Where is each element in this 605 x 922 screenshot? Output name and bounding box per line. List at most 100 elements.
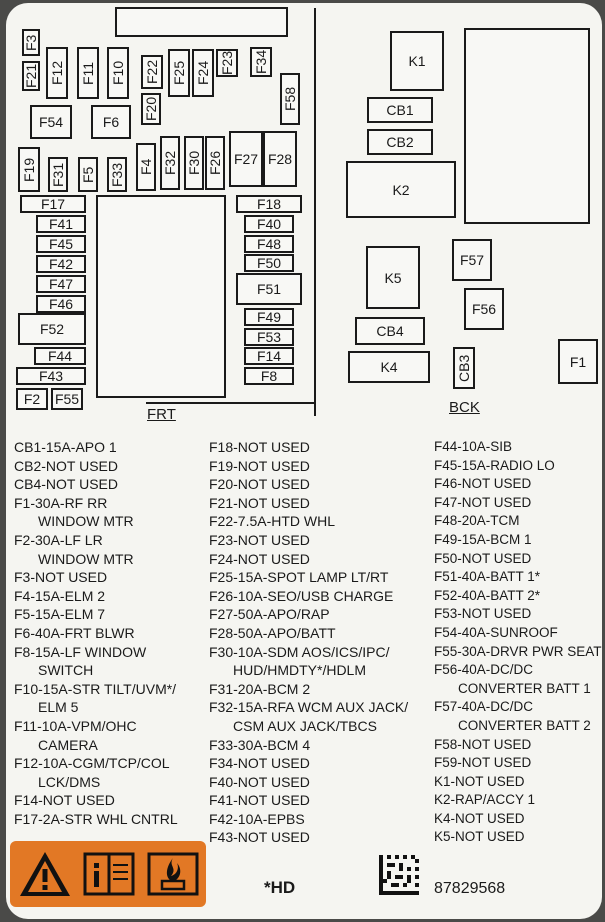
warning-panel xyxy=(10,841,206,907)
legend-line: F49-15A-BCM 1 xyxy=(434,531,532,547)
legend-line: ELM 5 xyxy=(38,699,79,716)
breaker-CB3: CB3 xyxy=(453,347,475,389)
fuse-F20: F20 xyxy=(141,93,161,125)
fuse-F18: F18 xyxy=(236,195,302,213)
fuse-F42: F42 xyxy=(36,255,86,273)
fuse-F53: F53 xyxy=(244,328,294,346)
fuse-F25: F25 xyxy=(168,49,190,97)
fuse-F41: F41 xyxy=(36,215,86,233)
legend-line: F57-40A-DC/DC xyxy=(434,699,534,715)
legend-line: F44-10A-SIB xyxy=(434,439,513,454)
legend-line: F43-NOT USED xyxy=(209,829,310,846)
fuse-F52: F52 xyxy=(18,313,86,345)
datamatrix-code xyxy=(379,855,419,895)
legend-line: F56-40A-DC/DC xyxy=(434,662,534,678)
legend-line: F42-10A-EPBS xyxy=(209,810,305,827)
fuse-F51: F51 xyxy=(236,273,302,305)
fuse-F2: F2 xyxy=(16,388,48,410)
legend-line: F4-15A-ELM 2 xyxy=(14,587,106,604)
legend-line: F6-40A-FRT BLWR xyxy=(14,624,135,641)
frt-large-slot xyxy=(96,195,226,398)
legend-line: F5-15A-ELM 7 xyxy=(14,606,106,623)
legend-line: F55-30A-DRVR PWR SEAT xyxy=(434,643,602,659)
fuse-F23: F23 xyxy=(216,49,238,77)
fuse-F54: F54 xyxy=(30,105,72,139)
legend-line: F26-10A-SEO/USB CHARGE xyxy=(209,587,394,604)
fuse-F14: F14 xyxy=(244,347,294,365)
legend-line: K1-NOT USED xyxy=(434,773,525,789)
legend-line: SWITCH xyxy=(38,662,94,679)
fuse-F26: F26 xyxy=(205,136,225,190)
fuse-F57: F57 xyxy=(452,239,492,281)
warning-triangle-icon xyxy=(20,852,70,896)
center-divider xyxy=(314,8,316,416)
legend-line: F8-15A-LF WINDOW xyxy=(14,643,147,660)
fuse-F28: F28 xyxy=(263,131,297,187)
fuse-F50: F50 xyxy=(244,254,294,272)
legend-line: F51-40A-BATT 1* xyxy=(434,569,541,585)
relay-K2: K2 xyxy=(346,161,456,218)
legend-column-3: F44-10A-SIB F45-15A-RADIO LO F46-NOT USE… xyxy=(434,438,602,847)
legend-line: F22-7.5A-HTD WHL xyxy=(209,513,336,530)
legend-line: F28-50A-APO/BATT xyxy=(209,624,336,641)
fuse-F10: F10 xyxy=(107,47,129,99)
legend-line: F31-20A-BCM 2 xyxy=(209,680,311,697)
fuse-F12: F12 xyxy=(46,47,68,99)
legend-line: WINDOW MTR xyxy=(38,513,134,530)
legend-line: CB1-15A-APO 1 xyxy=(14,439,117,455)
breaker-CB1: CB1 xyxy=(367,97,433,123)
legend-line: F48-20A-TCM xyxy=(434,513,520,529)
legend-line: F23-NOT USED xyxy=(209,531,310,548)
fuse-F4: F4 xyxy=(136,143,156,191)
legend-line: WINDOW MTR xyxy=(38,550,134,567)
fuse-F30: F30 xyxy=(184,136,204,190)
legend-line: F17-2A-STR WHL CNTRL xyxy=(14,810,178,827)
fuse-F33: F33 xyxy=(107,157,127,192)
legend-line: F21-NOT USED xyxy=(209,494,310,511)
legend-line: F12-10A-CGM/TCP/COL xyxy=(14,755,170,772)
legend-line: F53-NOT USED xyxy=(434,606,532,622)
legend-line: F19-NOT USED xyxy=(209,457,310,474)
fuse-F32: F32 xyxy=(160,136,180,190)
fuse-F44: F44 xyxy=(34,347,86,365)
fuse-hot-icon xyxy=(147,852,199,896)
legend-line: CONVERTER BATT 2 xyxy=(458,717,591,733)
legend-line: F59-NOT USED xyxy=(434,755,532,771)
fuse-F56: F56 xyxy=(464,288,504,330)
legend-line: F45-15A-RADIO LO xyxy=(434,457,555,473)
legend-line: K4-NOT USED xyxy=(434,810,525,826)
fuse-F17: F17 xyxy=(20,195,86,213)
legend-line: F33-30A-BCM 4 xyxy=(209,736,311,753)
fuse-F49: F49 xyxy=(244,308,294,326)
relay-K5: K5 xyxy=(366,246,420,309)
fuse-F40: F40 xyxy=(244,215,294,233)
legend-line: CONVERTER BATT 1 xyxy=(458,680,591,696)
read-manual-icon xyxy=(83,852,135,896)
fuse-F22: F22 xyxy=(141,55,163,89)
fuse-box-label: F3 F21 F12 F11 F10 F22 F25 F24 F23 F34 F… xyxy=(6,3,602,919)
fuse-F48: F48 xyxy=(244,235,294,253)
legend-column-2: F18-NOT USED F19-NOT USED F20-NOT USED F… xyxy=(209,438,408,847)
slot-top-strip xyxy=(115,7,288,37)
bck-large-slot xyxy=(464,28,590,224)
fuse-F6: F6 xyxy=(91,105,131,139)
legend-line: F18-NOT USED xyxy=(209,439,310,455)
legend-line: F34-NOT USED xyxy=(209,755,310,772)
relay-K1: K1 xyxy=(390,31,444,91)
relay-K4: K4 xyxy=(348,351,430,383)
legend-line: F14-NOT USED xyxy=(14,792,115,809)
fuse-F43: F43 xyxy=(16,367,86,385)
legend-line: F10-15A-STR TILT/UVM*/ xyxy=(14,680,177,697)
legend-line: F20-NOT USED xyxy=(209,476,310,493)
frt-label: FRT xyxy=(147,406,176,423)
legend-line: F50-NOT USED xyxy=(434,550,532,566)
breaker-CB2: CB2 xyxy=(367,129,433,155)
fuse-F11: F11 xyxy=(77,47,99,99)
hd-footnote: *HD xyxy=(264,878,296,897)
legend-line: F30-10A-SDM AOS/ICS/IPC/ xyxy=(209,643,390,660)
breaker-CB4: CB4 xyxy=(355,317,425,345)
fuse-F1: F1 xyxy=(558,339,598,384)
fuse-F24: F24 xyxy=(192,49,214,97)
legend-line: F47-NOT USED xyxy=(434,494,532,510)
legend-line: CB4-NOT USED xyxy=(14,476,118,493)
